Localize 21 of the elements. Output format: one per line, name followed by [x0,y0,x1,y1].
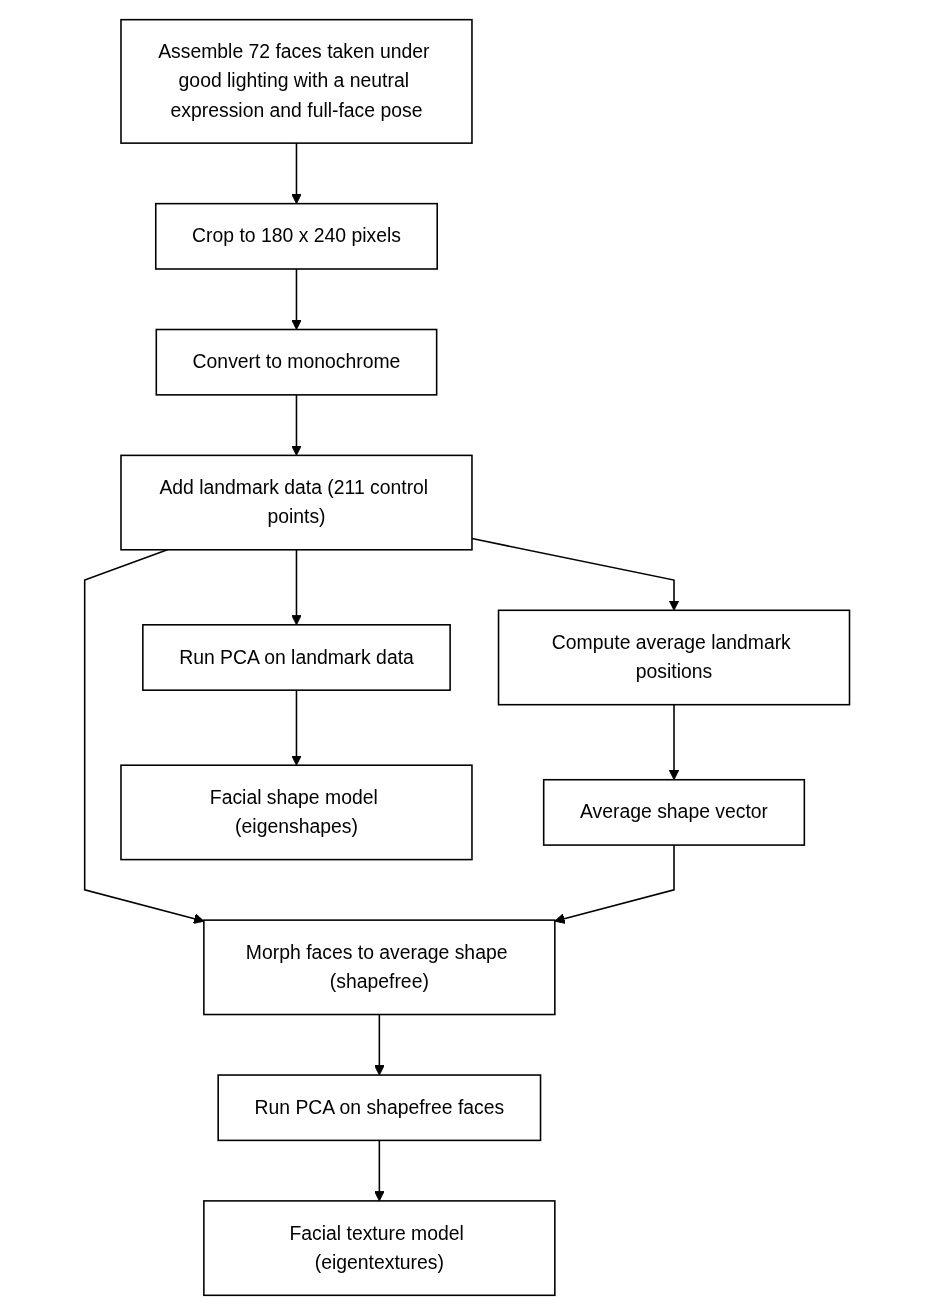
node-box: Average shape vector [543,778,806,846]
node-box: Run PCA on landmark data [142,624,452,691]
node-box: Facial texture model (eigentextures) [203,1200,557,1297]
node-box: Crop to 180 x 240 pixels [155,202,439,270]
arrow [669,703,680,781]
arrow [291,689,303,766]
arrow [291,268,303,330]
node-box: Facial shape model (eigenshapes) [120,764,474,861]
node-box: Compute average landmark positions [498,609,851,706]
node-box: Assemble 72 faces taken under good lighting with a neutral expression and full-face pose [120,18,474,144]
arrow [291,394,303,456]
arrow [374,1013,386,1076]
node-box: Morph faces to average shape (shapefree) [203,919,557,1016]
arrow [291,549,303,626]
node-box: Convert to monochrome [155,328,438,396]
arrow [554,844,676,924]
arrow [291,142,303,205]
node-box: Run PCA on shapefree faces [217,1074,542,1142]
arrow [84,549,205,924]
arrow [374,1139,386,1202]
node-box: Add landmark data (211 control points) [120,454,474,551]
